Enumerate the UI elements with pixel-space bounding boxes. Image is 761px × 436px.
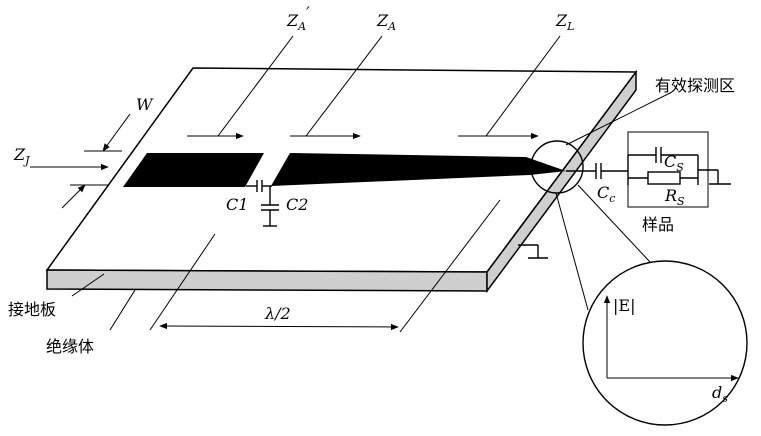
feed-strip [123, 153, 264, 187]
label-ds: ds [712, 383, 728, 405]
label-za: ZA [376, 11, 396, 33]
callout-sample: 样品 [642, 215, 674, 234]
lambda-ext-left [149, 233, 216, 331]
label-rs: RS [664, 186, 685, 208]
magnify-line-lower [555, 192, 589, 311]
label-w: W [136, 95, 154, 114]
label-cc: Cc [597, 183, 615, 205]
label-e-field: |E| [613, 296, 635, 315]
label-c2: C2 [286, 195, 308, 214]
detect-zone-circle [530, 140, 584, 194]
label-c1: C1 [226, 195, 248, 214]
leader-za [305, 35, 383, 137]
label-zj: ZJ [13, 145, 30, 167]
label-za-prime: ZA′ [286, 3, 310, 33]
lambda-ext-right [399, 199, 501, 333]
field-inset-circle [582, 260, 748, 426]
resonator-strip [271, 153, 566, 186]
leader-za-prime [217, 35, 294, 137]
callout-detect-zone: 有效探测区 [655, 76, 735, 95]
leader-ground-plate [71, 273, 105, 297]
w-arrow-bottom [61, 184, 86, 209]
w-arrow-top [102, 113, 131, 152]
callout-insulator: 绝缘体 [46, 337, 94, 356]
leader-zl [485, 35, 561, 137]
substrate-front-face [46, 269, 488, 292]
substrate-side-face [486, 69, 637, 294]
lambda-dimension-arrow [159, 322, 399, 331]
rs-resistor [647, 171, 681, 185]
label-half-lambda: λ/2 [264, 304, 291, 323]
label-zl: ZL [555, 11, 574, 33]
leader-detect-zone [565, 91, 673, 146]
callout-ground-plate: 接地板 [8, 300, 56, 319]
magnify-line-upper [577, 184, 651, 263]
label-cs: CS [664, 152, 684, 174]
leader-insulator [109, 289, 136, 331]
